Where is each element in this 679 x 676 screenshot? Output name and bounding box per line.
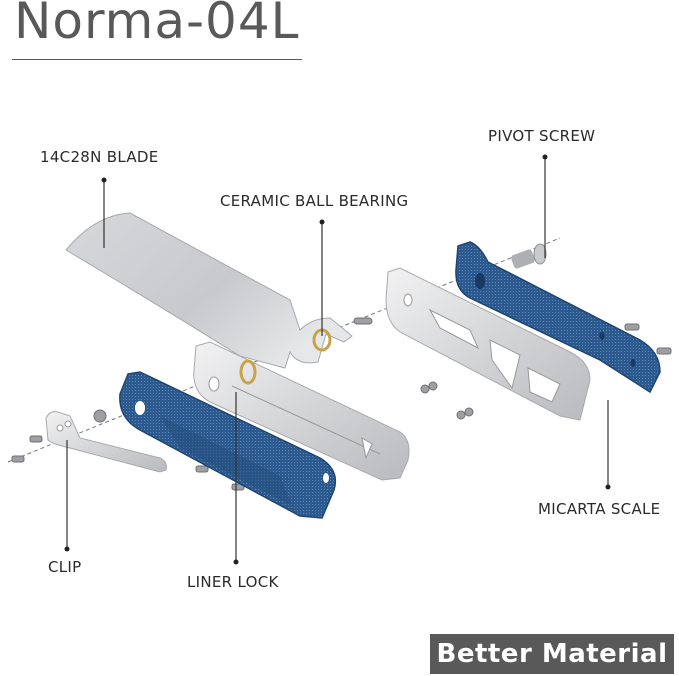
micarta-scale-left	[119, 371, 337, 519]
callout-micarta-scale: MICARTA SCALE	[538, 500, 661, 518]
title-underline	[12, 59, 302, 60]
callout-pivot-screw: PIVOT SCREW	[488, 127, 596, 145]
callout-blade: 14C28N BLADE	[40, 148, 159, 166]
callout-liner-lock: LINER LOCK	[187, 573, 279, 591]
callout-ceramic-ball-bearing: CERAMIC BALL BEARING	[220, 192, 409, 210]
pocket-clip	[45, 409, 167, 473]
micarta-scale-right	[455, 241, 661, 394]
better-material-badge: Better Material	[430, 634, 674, 674]
liner-left	[193, 341, 410, 481]
callout-clip: CLIP	[48, 558, 82, 576]
ceramic-bearing-2	[239, 359, 257, 385]
liner-right	[385, 267, 591, 421]
scale-hole	[475, 273, 485, 289]
pivot-screw	[511, 243, 547, 269]
small-screws	[11, 317, 672, 491]
page-title: Norma-04L	[14, 0, 300, 50]
